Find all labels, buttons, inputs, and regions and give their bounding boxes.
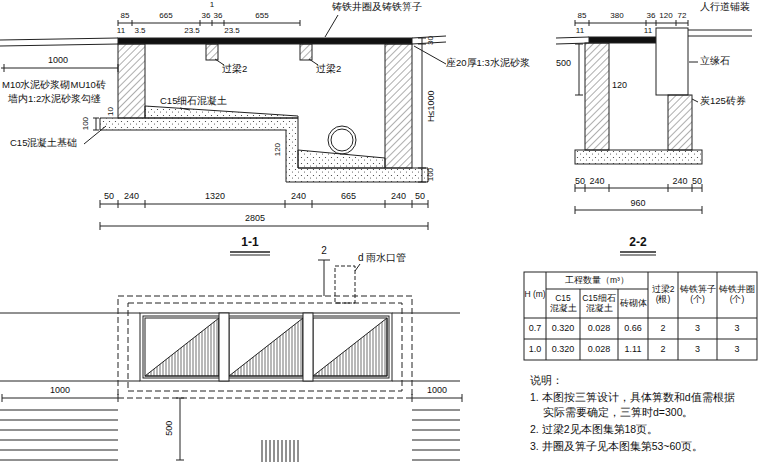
table-cell: 1.0 <box>524 344 546 354</box>
plan-view <box>0 260 462 462</box>
dimension-label: 50 <box>415 191 425 201</box>
dimension-label: 240 <box>589 176 604 186</box>
dimension-label: 36 <box>214 11 223 20</box>
dimension-label: H≤1000 <box>426 90 436 121</box>
note-text: 说明： <box>530 374 563 386</box>
dimension-label: 655 <box>255 11 268 20</box>
table-cell: 1.11 <box>618 344 648 354</box>
table-cell: 过梁2 (根) <box>648 285 678 305</box>
section-1-1 <box>0 15 446 255</box>
dimension-label: 23.5 <box>224 26 240 35</box>
table-cell: 工程数量（m³） <box>546 276 648 286</box>
material-label: 过梁2 <box>316 64 341 75</box>
dimension-label: 50 <box>575 176 585 186</box>
dimension-label: 23.5 <box>184 26 200 35</box>
table-cell: 3 <box>678 323 717 333</box>
table-cell: 0.320 <box>546 344 580 354</box>
table-cell: 0.66 <box>618 323 648 333</box>
material-label: 过梁2 <box>222 64 247 75</box>
table-cell: 3 <box>717 344 757 354</box>
dimension-label: 1000 <box>48 55 68 65</box>
dimension-label: 1320 <box>205 191 225 201</box>
table-cell: 3 <box>678 344 717 354</box>
dimension-label: 120 <box>273 143 282 156</box>
material-label: 人行道铺装 <box>700 2 750 13</box>
dimension-label: 240 <box>672 176 687 186</box>
dimension-label: 120 <box>612 80 627 90</box>
table-cell: 3 <box>717 323 757 333</box>
material-label: d 雨水口管 <box>358 252 406 264</box>
material-label: 墙内1:2水泥砂浆勾缝 <box>8 94 101 105</box>
dimension-label: 11 <box>576 26 584 35</box>
dimension-label: 960 <box>630 198 645 208</box>
table-cell: 2 <box>648 344 678 354</box>
dimension-label: 1000 <box>50 385 70 395</box>
dimension-label: 3.5 <box>134 26 145 35</box>
dimension-label: 50 <box>692 176 702 186</box>
note-text: 3. 井圈及箅子见本图集第53~60页。 <box>530 440 703 452</box>
section-mark: 2 <box>321 245 327 257</box>
table-cell: H (m) <box>524 290 546 300</box>
dimension-label: 85 <box>578 11 587 20</box>
section-title: 2-2 <box>629 236 646 250</box>
dimension-label: 120 <box>659 11 672 20</box>
note-text: 1. 本图按三箅设计，具体箅数和d值需根据 实际需要确定，三箅时d=300。 <box>530 390 760 420</box>
dimension-label: 30 <box>425 37 434 46</box>
dimension-label: 10 <box>105 108 114 117</box>
dimension-label: 100 <box>426 168 435 181</box>
dimension-label: 665 <box>341 191 356 201</box>
quantity-table <box>524 272 757 360</box>
dimension-label: 85 <box>121 11 130 20</box>
dimension-label: 50 <box>104 191 114 201</box>
material-label: M10水泥砂浆砌MU10砖 <box>2 80 106 91</box>
dimension-label: 2805 <box>245 213 265 223</box>
table-cell: 砖砌体 <box>618 299 648 309</box>
table-cell: 铸铁井圈 (个) <box>717 285 757 305</box>
dimension-label: 665 <box>159 11 172 20</box>
section-title: 1-1 <box>241 236 258 250</box>
dimension-label: 240 <box>291 191 306 201</box>
dimension-label: 72 <box>678 11 687 20</box>
dimension-label: 500 <box>556 58 571 68</box>
dimension-label: 500 <box>165 420 175 435</box>
table-cell: 2 <box>648 323 678 333</box>
dimension-label: 36 <box>647 11 656 20</box>
section-mark: 1 <box>210 0 214 9</box>
material-label: 炭125砖券 <box>700 96 746 107</box>
dimension-label: 100 <box>81 117 90 130</box>
material-label: C15细石混凝土 <box>160 96 227 107</box>
dimension-label: 240 <box>124 191 139 201</box>
dimension-label: 36 <box>202 11 211 20</box>
material-label: 立缘石 <box>700 56 730 67</box>
table-cell: 0.028 <box>580 323 618 333</box>
table-cell: 0.320 <box>546 323 580 333</box>
material-label: C15混凝土基础 <box>10 138 77 149</box>
table-cell: C15细石 混凝土 <box>580 294 618 314</box>
dimension-label: 11 <box>117 26 125 35</box>
dimension-label: 1000 <box>427 385 447 395</box>
dimension-label: 380 <box>610 11 623 20</box>
table-cell: 0.7 <box>524 323 546 333</box>
dimension-label: 240 <box>391 191 406 201</box>
table-cell: C15 混凝土 <box>546 294 580 314</box>
section-2-2 <box>556 20 752 255</box>
dimension-label: 11 <box>644 26 652 35</box>
material-label: 座20厚1:3水泥砂浆 <box>446 58 530 69</box>
material-label: 铸铁井圈及铸铁箅子 <box>332 2 422 13</box>
note-text: 2. 过梁2见本图集第18页。 <box>530 423 658 435</box>
table-cell: 0.028 <box>580 344 618 354</box>
table-cell: 铸铁箅子 (个) <box>678 285 717 305</box>
